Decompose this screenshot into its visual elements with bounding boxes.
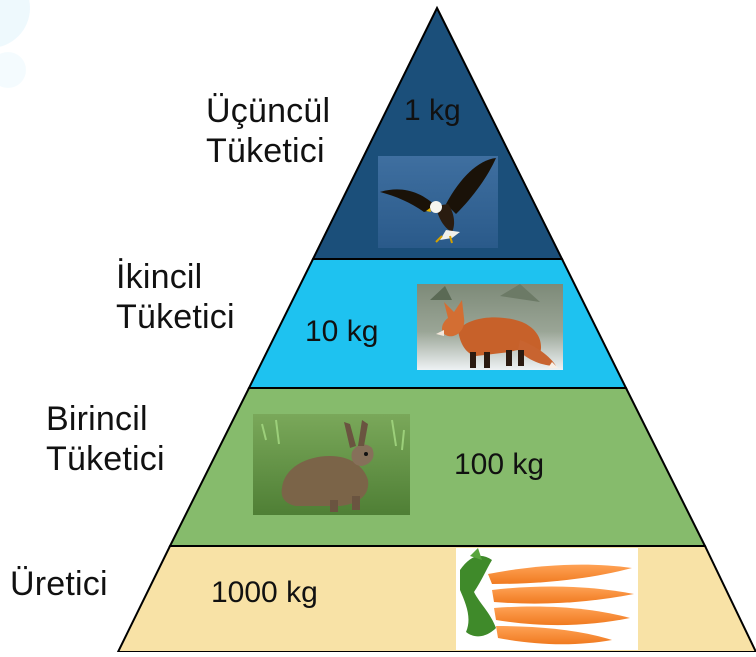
fox-image — [417, 284, 563, 370]
watermark-decoration — [0, 0, 30, 88]
pyramid-level-primary — [170, 388, 705, 546]
eagle-image — [378, 156, 498, 248]
mass-value-secondary: 10 kg — [305, 315, 378, 349]
level-name-secondary-line1: İkincil — [116, 257, 202, 297]
level-name-secondary-line2: Tüketici — [116, 297, 235, 337]
level-name-tertiary-line2: Tüketici — [206, 131, 325, 171]
hare-image — [253, 414, 410, 515]
level-name-tertiary-line1: Üçüncül — [206, 91, 330, 131]
level-name-primary-line2: Tüketici — [46, 439, 165, 479]
mass-value-primary: 100 kg — [454, 448, 544, 482]
carrots-image — [456, 548, 638, 650]
mass-value-tertiary: 1 kg — [404, 94, 461, 128]
level-name-primary-line1: Birincil — [46, 399, 148, 439]
level-name-producer: Üretici — [10, 564, 108, 604]
mass-value-producer: 1000 kg — [211, 576, 318, 610]
